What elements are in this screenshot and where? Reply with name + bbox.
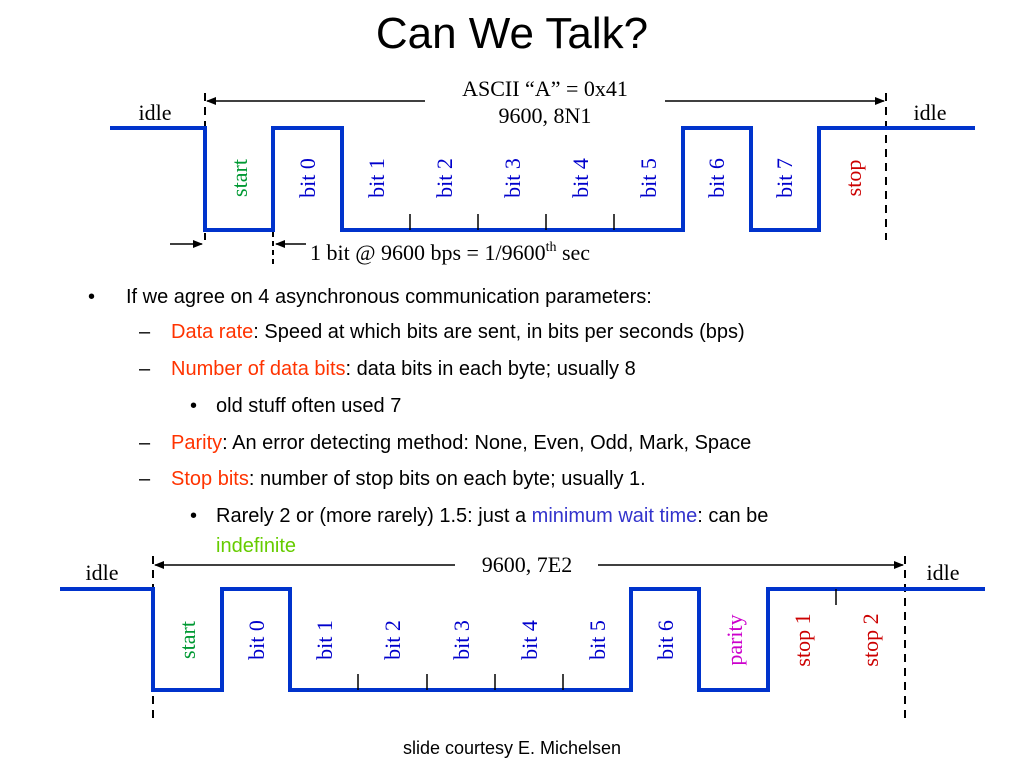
bit-label-bit5: bit 5 (636, 158, 661, 198)
text-data-rate: : Speed at which bits are sent, in bits … (253, 321, 745, 343)
dash-marker: – (139, 468, 151, 490)
dash-marker: – (139, 432, 151, 454)
sub-bullet-marker: • (190, 395, 198, 417)
bit-time-caption: 1 bit @ 9600 bps = 1/9600th sec (310, 240, 590, 265)
text-parity: : An error detecting method: None, Even,… (222, 432, 752, 454)
term-data-rate: Data rate (171, 321, 254, 343)
bullet-stop-bits: Stop bits: number of stop bits on each b… (171, 468, 646, 491)
bullet-data-bits: Number of data bits: data bits in each b… (171, 358, 636, 381)
bit-label-bit2: bit 2 (432, 158, 457, 198)
bullet-marker: • (88, 286, 96, 308)
slide-footer: slide courtesy E. Michelsen (402, 738, 622, 758)
bit-time-main: 1 bit @ 9600 bps = 1/9600 (310, 240, 546, 265)
dash-marker: – (139, 321, 151, 343)
dash-marker: – (139, 358, 151, 380)
bit-label-bit3: bit 3 (500, 158, 525, 198)
diagram-8n1: ASCII “A” = 0x41 9600, 8N1 idle idle sta… (110, 76, 975, 266)
bit-time-suffix: sec (556, 240, 590, 265)
idle-label-right: idle (927, 560, 960, 585)
caption-format: 9600, 8N1 (499, 103, 592, 128)
text-data-bits: : data bits in each byte; usually 8 (345, 358, 636, 380)
bullet-data-bits-sub: old stuff often used 7 (216, 395, 402, 417)
bit-label-bit4: bit 4 (517, 620, 542, 660)
slide-title: Can We Talk? (375, 9, 649, 58)
term-min-wait: minimum wait time (531, 505, 698, 527)
bit-label-bit1: bit 1 (364, 158, 389, 198)
bit-label-parity: parity (722, 614, 747, 665)
term-indefinite: indefinite (216, 535, 297, 557)
text-stop-bits: : number of stop bits on each byte; usua… (248, 468, 646, 490)
bullet-stop-bits-sub: Rarely 2 or (more rarely) 1.5: just a mi… (216, 505, 768, 528)
caption-format: 9600, 7E2 (482, 552, 572, 577)
bit-label-bit4: bit 4 (568, 158, 593, 198)
term-parity: Parity (171, 432, 223, 454)
idle-label-right: idle (914, 100, 947, 125)
bit-label-start: start (175, 621, 200, 659)
bit-label-stop1: stop 1 (790, 613, 815, 666)
bit-separators (357, 589, 837, 690)
bit-label-bit7: bit 7 (772, 158, 797, 198)
bit-label-start: start (227, 159, 252, 197)
bit-label-bit0: bit 0 (244, 620, 269, 660)
bit-time-superscript: th (546, 240, 557, 255)
idle-label-left: idle (86, 560, 119, 585)
text-stop-sub-before: Rarely 2 or (more rarely) 1.5: just a (216, 505, 532, 527)
text-stop-sub-after: : can be (697, 505, 769, 527)
bit-separators (409, 214, 615, 230)
bit-label-bit6: bit 6 (704, 158, 729, 198)
term-data-bits: Number of data bits (171, 358, 346, 380)
signal-waveform (110, 126, 975, 232)
signal-waveform (60, 587, 985, 692)
bullet-data-rate: Data rate: Speed at which bits are sent,… (171, 321, 745, 344)
bit-label-bit2: bit 2 (380, 620, 405, 660)
bit-label-bit5: bit 5 (585, 620, 610, 660)
bit-label-bit0: bit 0 (295, 158, 320, 198)
idle-label-left: idle (139, 100, 172, 125)
bit-label-bit1: bit 1 (312, 620, 337, 660)
bullet-parity: Parity: An error detecting method: None,… (171, 432, 751, 455)
bit-label-stop: stop (841, 160, 866, 197)
sub-bullet-marker: • (190, 505, 198, 527)
bit-label-bit3: bit 3 (449, 620, 474, 660)
term-stop-bits: Stop bits (171, 468, 249, 490)
bit-label-bit6: bit 6 (653, 620, 678, 660)
bullet-intro: If we agree on 4 asynchronous communicat… (126, 286, 652, 308)
caption-ascii: ASCII “A” = 0x41 (462, 76, 628, 101)
bit-label-stop2: stop 2 (858, 613, 883, 666)
